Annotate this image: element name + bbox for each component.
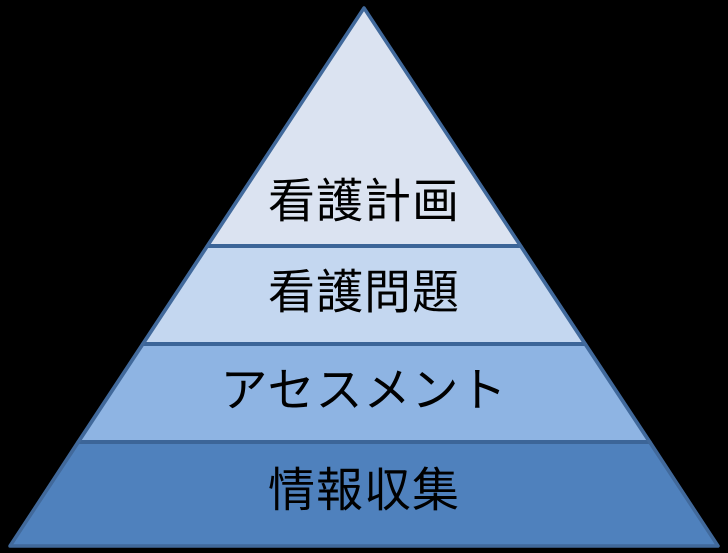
pyramid-outline (8, 6, 720, 548)
tier-2-label: 看護問題 (268, 266, 460, 321)
pyramid-tier-3[interactable]: アセスメント (76, 342, 652, 444)
tier-1-label: 看護計画 (268, 175, 460, 230)
pyramid-tier-2[interactable]: 看護問題 (140, 244, 588, 346)
pyramid-tier-4[interactable]: 情報収集 (8, 440, 720, 548)
tier-3-label: アセスメント (220, 364, 507, 419)
tier-4-label: 情報収集 (268, 464, 460, 519)
